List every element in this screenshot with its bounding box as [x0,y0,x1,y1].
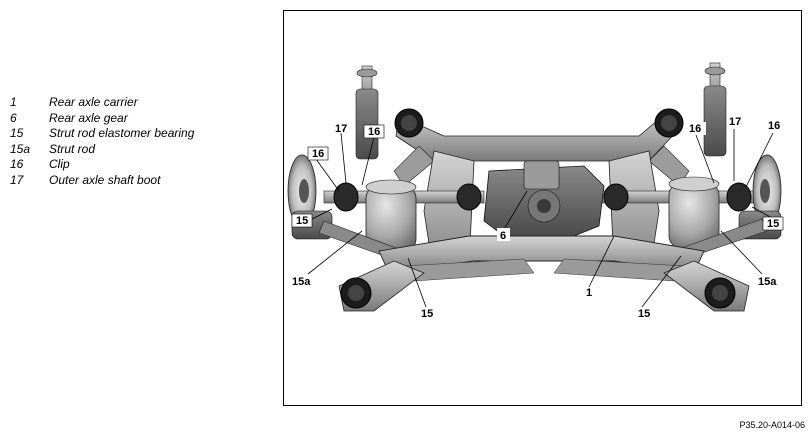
legend-description: Rear axle gear [49,110,128,125]
diagram-frame: 17 16 16 15 15a 15 6 1 15 15a 15 16 17 1… [283,10,802,406]
figure-reference: P35.20-A014-06 [739,420,805,430]
callout-15-right-box: 15 [767,218,779,230]
callout-17-right: 17 [729,116,741,128]
callout-6: 6 [500,230,506,242]
legend-number: 15 [10,126,24,141]
legend-row: 15 Strut rod elastomer bearing [10,126,270,142]
left-shock-absorber [355,65,379,160]
legend-row: 16 Clip [10,157,270,173]
left-outer-boot [333,182,359,212]
legend-number: 6 [10,110,17,125]
callout-labels: 17 16 16 15 15a 15 6 1 15 15a 15 16 17 1… [291,115,785,320]
legend-row: 6 Rear axle gear [10,111,270,127]
callout-16-right: 16 [689,123,701,135]
legend-number: 16 [10,157,24,172]
callout-15-left-bottom: 15 [421,308,433,320]
callout-1: 1 [586,287,592,299]
callout-16-right-top: 16 [768,120,780,132]
upper-rear-frame [393,110,690,187]
callout-15-right-bottom: 15 [638,308,650,320]
callout-17-left: 17 [335,123,347,135]
legend-number: 17 [10,172,24,187]
legend-number: 15a [10,141,31,156]
rear-axle-illustration: 17 16 16 15 15a 15 6 1 15 15a 15 16 17 1… [287,62,785,320]
legend-row: 1 Rear axle carrier [10,95,270,111]
legend: 1 Rear axle carrier 6 Rear axle gear 15 … [10,95,270,189]
right-outer-boot [726,182,752,212]
legend-description: Outer axle shaft boot [49,172,161,187]
legend-description: Strut rod elastomer bearing [49,126,195,141]
callout-15-left-box: 15 [296,215,308,227]
callout-15a-right: 15a [758,276,777,288]
callout-16-left: 16 [312,148,324,160]
legend-description: Strut rod [49,141,96,156]
right-air-spring [668,176,720,249]
legend-description: Rear axle carrier [49,95,138,109]
legend-number: 1 [10,95,17,109]
callout-leaders [307,129,775,308]
legend-row: 17 Outer axle shaft boot [10,173,270,189]
left-axle-shaft [323,182,485,212]
right-shock-absorber [703,62,727,157]
callout-16-left-top: 16 [368,126,380,138]
callout-15a-left: 15a [292,276,311,288]
legend-description: Clip [49,157,70,172]
legend-row: 15a Strut rod [10,142,270,158]
